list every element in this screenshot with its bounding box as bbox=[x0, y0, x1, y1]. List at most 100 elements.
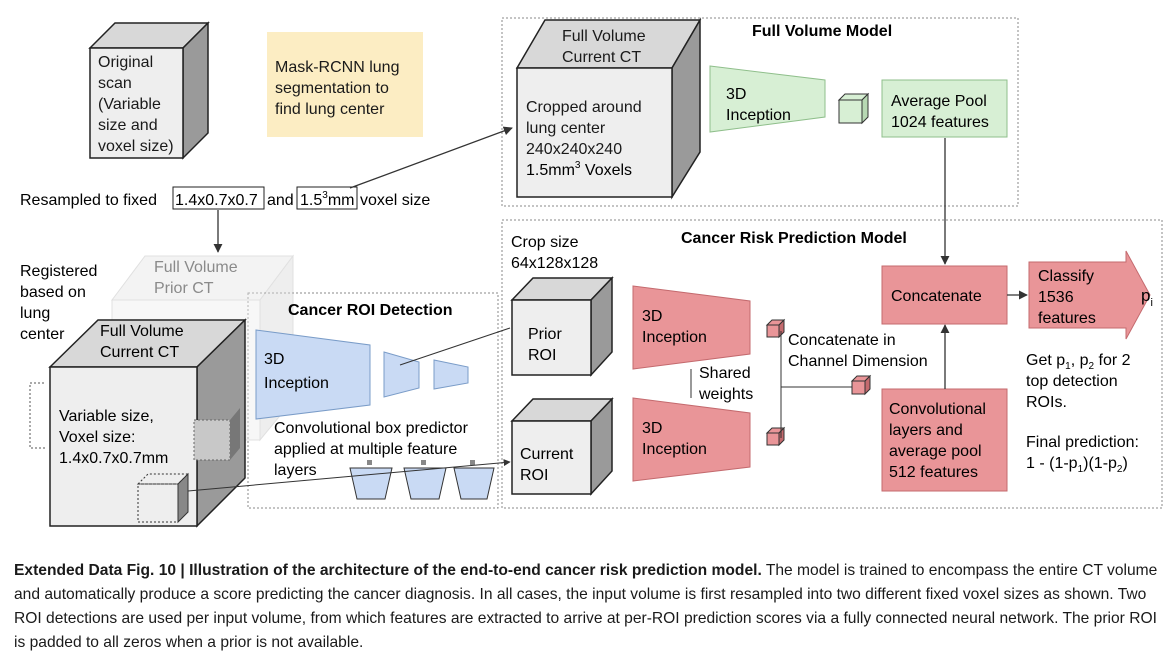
svg-text:Variable size,Voxel size:1.4x0: Variable size,Voxel size:1.4x0.7x0.7mm bbox=[59, 408, 168, 467]
prior-ct-label: Full Volume Prior CT bbox=[154, 259, 242, 297]
original-scan-label-line: Original bbox=[98, 54, 153, 71]
roi-crop-cube-lower bbox=[136, 472, 190, 524]
mask-rcnn-box: Mask-RCNN lung segmentation to find lung… bbox=[267, 32, 423, 137]
full-volume-model-title: Full Volume Model bbox=[752, 23, 892, 40]
original-scan-label-line: voxel size) bbox=[98, 138, 174, 155]
fv-voxels: 1.5mm bbox=[526, 162, 575, 179]
final-prediction-text: Final prediction: 1 - (1-p1)(1-p2) bbox=[1026, 434, 1143, 475]
current-ct-label: Full Volume bbox=[100, 323, 184, 340]
conv-layers-label: Convolutional bbox=[889, 401, 986, 418]
concatenate-label: Concatenate bbox=[891, 288, 982, 305]
average-pool-box: Average Pool 1024 features bbox=[881, 79, 1008, 138]
arrow-to-full-volume bbox=[349, 126, 513, 189]
roi-inception-label: Inception bbox=[264, 375, 329, 392]
risk-inception-top-label: 3D bbox=[642, 308, 662, 325]
fv-3d-inception-block: 3D Inception bbox=[709, 65, 826, 133]
roi-inception-label: 3D bbox=[264, 351, 284, 368]
conv-layers-box: Convolutional layers and average pool 51… bbox=[881, 388, 1008, 492]
link-current-roi bbox=[187, 459, 511, 492]
fv-voxels-suffix: Voxels bbox=[580, 162, 632, 179]
resample-size2: 1.5 bbox=[300, 192, 322, 209]
architecture-diagram: Original scan (Variable size and voxel s… bbox=[20, 17, 1163, 528]
resample-size1: 1.4x0.7x0.7 bbox=[175, 192, 258, 209]
svg-text:Full Volume Current CT: Full Volume Current CT bbox=[562, 28, 650, 66]
current-roi-label: Current bbox=[520, 446, 574, 463]
variable-size-label: 1.4x0.7x0.7mm bbox=[59, 450, 168, 467]
concat-channel-label: Concatenate in Channel Dimension bbox=[788, 332, 928, 370]
original-scan-label-line: (Variable bbox=[98, 96, 161, 113]
risk-inception-bottom: 3D Inception bbox=[632, 397, 751, 482]
conv-layers-label: average pool bbox=[889, 443, 982, 460]
mask-rcnn-line: find lung center bbox=[275, 101, 385, 118]
roi-blue-block-3 bbox=[433, 359, 469, 390]
mask-rcnn-line: Mask-RCNN lung bbox=[275, 59, 399, 76]
svg-text:Cropped around lung cent: Cropped around lung center 240x240x240 bbox=[526, 99, 646, 158]
roi-detection-group bbox=[247, 292, 499, 509]
fv-cube-text: 240x240x240 bbox=[526, 141, 622, 158]
left-bracket bbox=[29, 382, 46, 449]
svg-text:1.53mm: 1.53mm bbox=[300, 190, 354, 209]
cancer-risk-model-group bbox=[501, 219, 1163, 509]
svg-text:Original scan (Var: Original scan (Variable size and voxel s… bbox=[98, 54, 174, 155]
resample-suffix: voxel size bbox=[360, 192, 430, 209]
link-prior-roi bbox=[399, 327, 511, 366]
prior-roi-label: ROI bbox=[528, 347, 556, 364]
roi-detection-title: Cancer ROI Detection bbox=[288, 302, 452, 319]
mask-rcnn-line: segmentation to bbox=[275, 80, 389, 97]
current-roi-label: ROI bbox=[520, 467, 548, 484]
avgpool-label: Average Pool bbox=[891, 93, 987, 110]
risk-inception-bottom-label: Inception bbox=[642, 441, 707, 458]
variable-size-label: Voxel size: bbox=[59, 429, 135, 446]
fv-voxels-sup: 3 bbox=[575, 160, 581, 171]
fv-cube-label: Full Volume bbox=[562, 28, 646, 45]
fv-feature-cube bbox=[837, 92, 870, 125]
fv-inception-label: Inception bbox=[726, 107, 791, 124]
classify-label: features bbox=[1038, 310, 1096, 327]
classify-arrow-shape: Classify 1536 features bbox=[1028, 250, 1151, 340]
original-scan-label-line: size and bbox=[98, 117, 158, 134]
shared-weights-label: Shared weights bbox=[698, 365, 755, 403]
figure-caption: Extended Data Fig. 10 | Illustration of … bbox=[14, 559, 1162, 655]
resample-prefix: Resampled to fixed bbox=[20, 192, 157, 209]
fv-inception-label: 3D bbox=[726, 86, 746, 103]
original-scan-cube: Original scan (Variable size and voxel s… bbox=[88, 21, 210, 160]
resample-label: Resampled to fixed 1.4x0.7x0.7 and 1.53m… bbox=[20, 186, 430, 210]
caption-body: The model is trained to encompass the en… bbox=[14, 562, 1158, 651]
full-volume-model-group bbox=[501, 17, 1019, 207]
registered-label: Registered based on lung center bbox=[20, 263, 102, 343]
feature-cube-concat bbox=[850, 374, 872, 396]
p-i-output: pi bbox=[1141, 286, 1153, 309]
roi-crop-cube-upper bbox=[193, 408, 240, 461]
fv-cube-text: Cropped around bbox=[526, 99, 642, 116]
concatenate-box: Concatenate bbox=[881, 265, 1008, 325]
classify-label: 1536 bbox=[1038, 289, 1074, 306]
current-ct-label: Current CT bbox=[100, 344, 179, 361]
avgpool-label: 1024 features bbox=[891, 114, 989, 131]
get-p-text: Get p1, p2 for 2 top detection ROIs. bbox=[1026, 352, 1135, 411]
fv-cube-text: lung center bbox=[526, 120, 606, 137]
classify-label: Classify bbox=[1038, 268, 1094, 285]
caption-title: Extended Data Fig. 10 | Illustration of … bbox=[14, 562, 762, 579]
svg-text:Classify 1536 feat: Classify 1536 features bbox=[1038, 268, 1098, 327]
risk-inception-bottom-label: 3D bbox=[642, 420, 662, 437]
svg-text:1.5mm3 Voxels: 1.5mm3 Voxels bbox=[526, 160, 632, 179]
resample-size2-sup: 3 bbox=[322, 190, 328, 201]
full-volume-current-ct-cube: Full Volume Current CT Cropped around lu… bbox=[515, 17, 702, 200]
conv-layers-label: 512 features bbox=[889, 464, 978, 481]
roi-3d-inception-block: 3D Inception bbox=[255, 329, 371, 420]
prior-roi-label: Prior bbox=[528, 326, 562, 343]
box-predictor-label: Convolutional box predictor applied at m… bbox=[274, 420, 472, 479]
svg-text:Convolutional layers and: Convolutional layers and average pool 51… bbox=[889, 401, 990, 481]
conv-layers-label: layers and bbox=[889, 422, 963, 439]
